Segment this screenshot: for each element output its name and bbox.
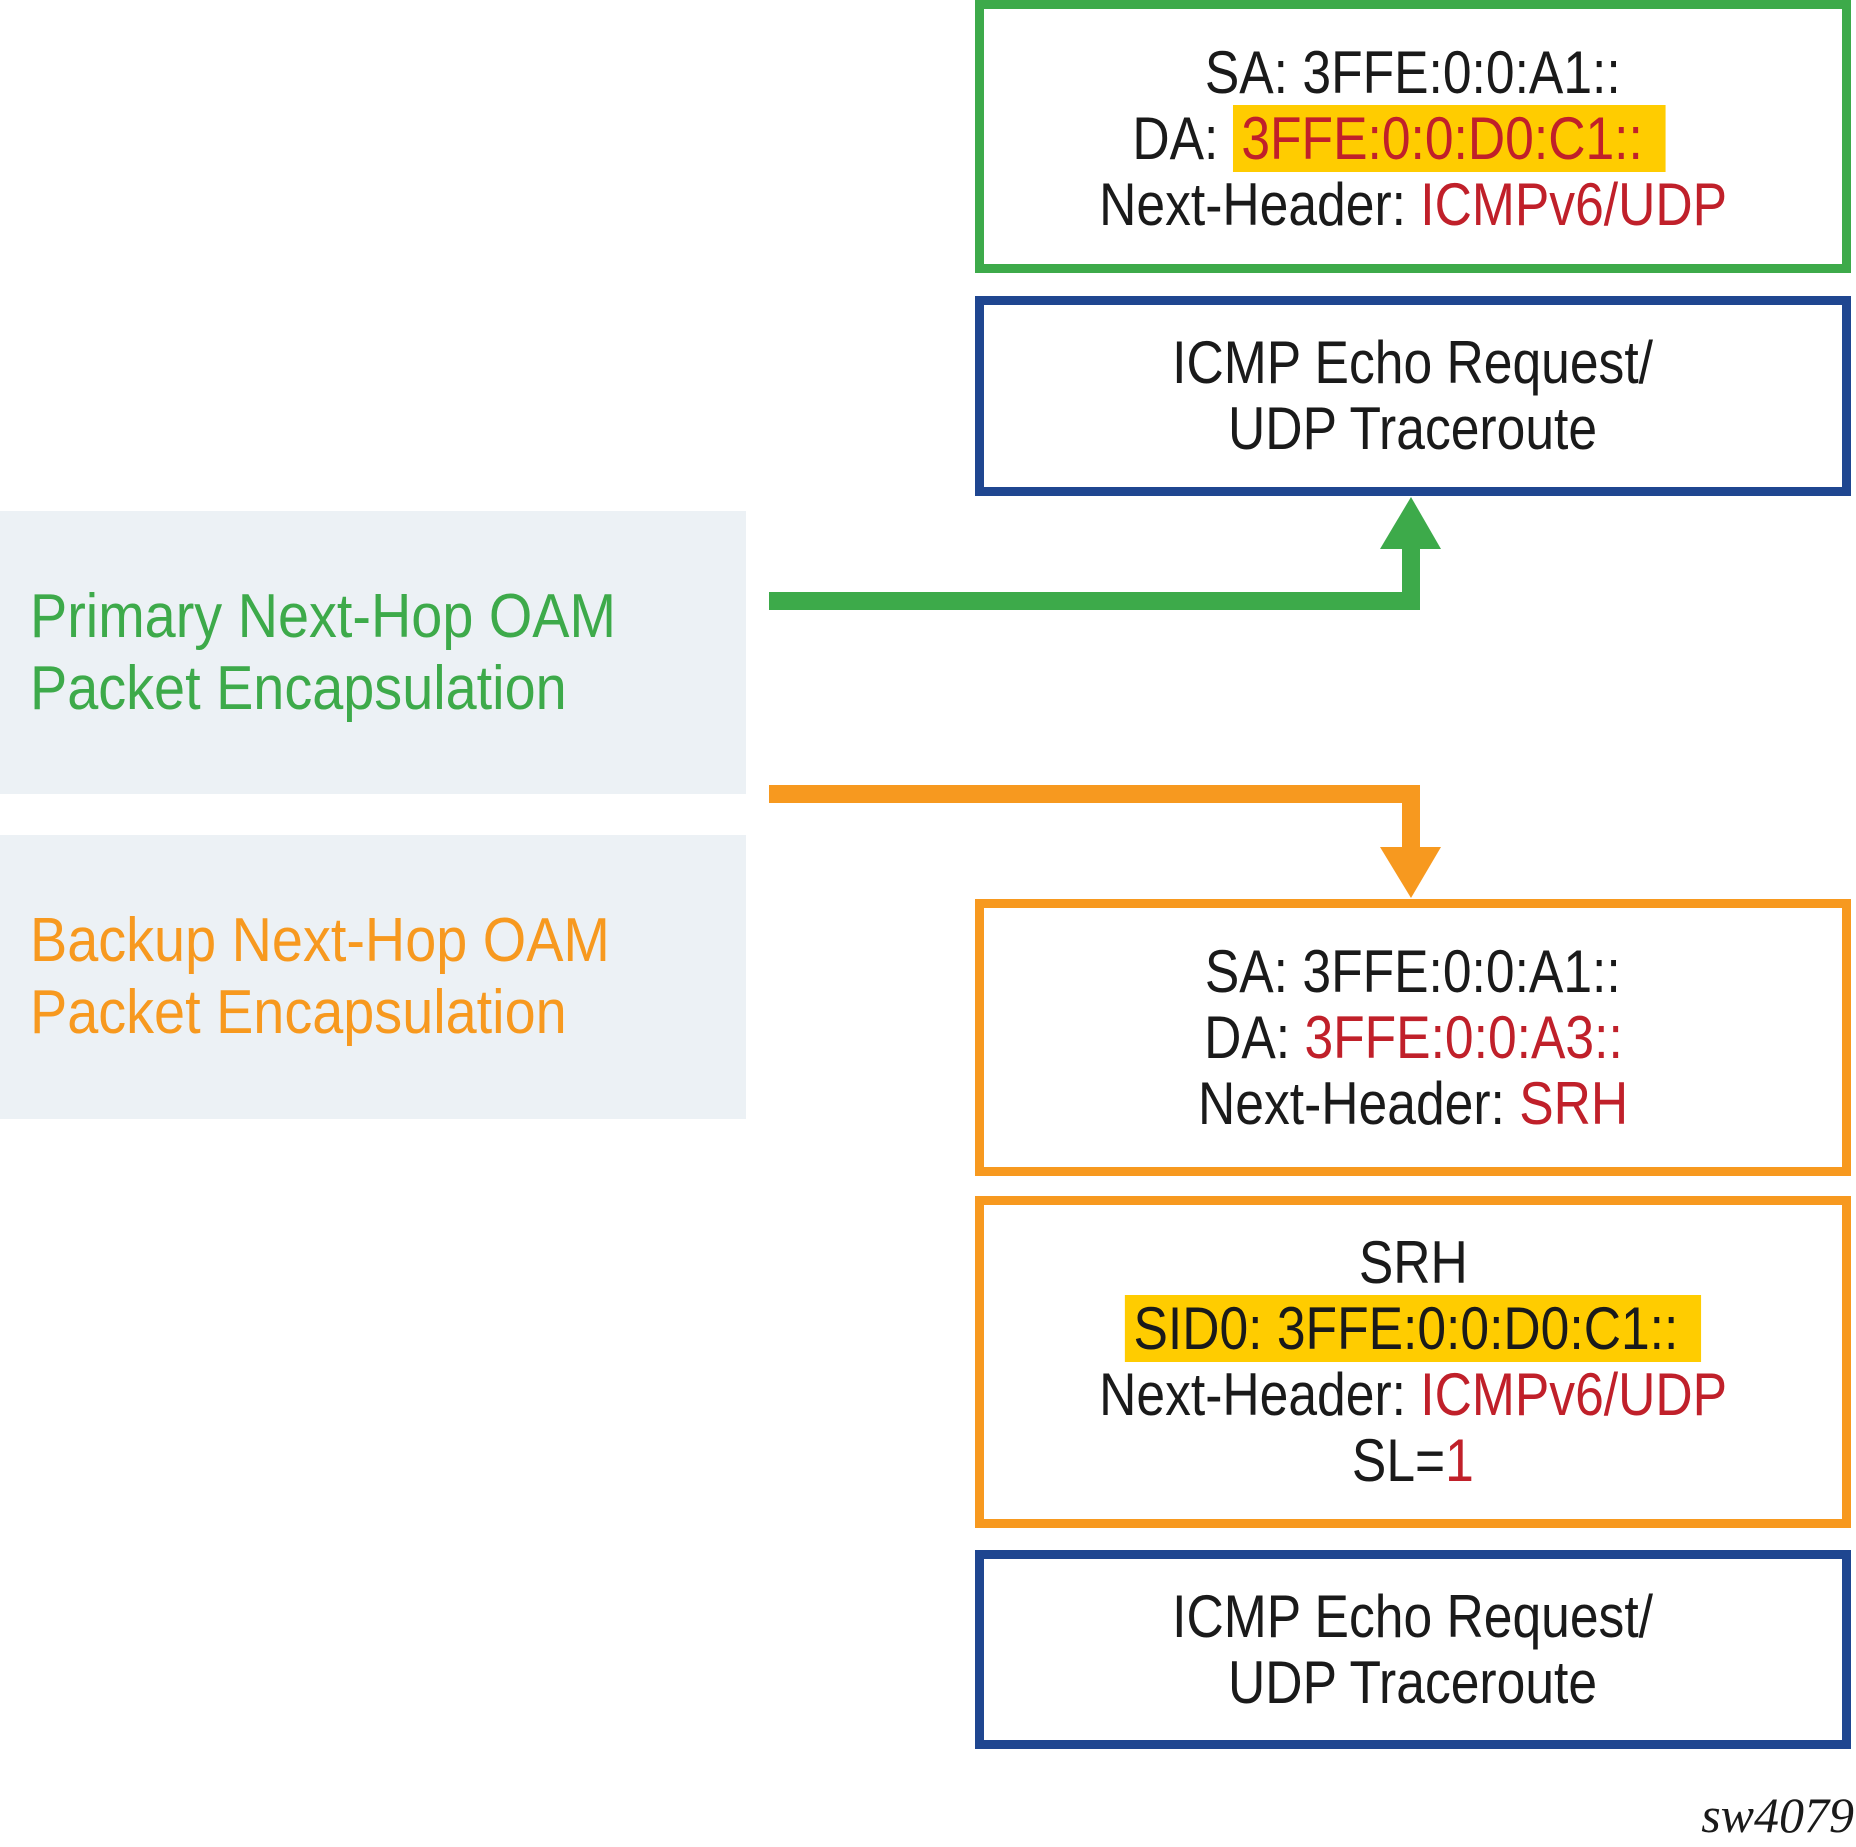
- backup-arrow-line: [769, 785, 1420, 850]
- sa-value: 3FFE:0:0:A1::: [1302, 38, 1621, 106]
- backup-next-header-line: Next-Header: SRH: [1197, 1069, 1629, 1137]
- primary-label-line1: Primary Next-Hop OAM: [30, 581, 616, 651]
- backup-ipv6-header-box: SA: 3FFE:0:0:A1:: DA: 3FFE:0:0:A3:: Next…: [975, 899, 1851, 1176]
- srh-next-header-line: Next-Header: ICMPv6/UDP: [1099, 1362, 1727, 1428]
- payload-line2: UDP Traceroute: [1228, 1648, 1598, 1716]
- primary-label-line2: Packet Encapsulation: [30, 653, 567, 723]
- next-header-label: Next-Header:: [1099, 1361, 1406, 1428]
- next-header-label: Next-Header:: [1099, 170, 1406, 238]
- primary-ipv6-header-box: SA: 3FFE:0:0:A1:: DA: 3FFE:0:0:D0:C1:: N…: [975, 0, 1851, 273]
- srh-sid0-line: SID0: 3FFE:0:0:D0:C1::: [1125, 1295, 1701, 1362]
- backup-payload-box: ICMP Echo Request/ UDP Traceroute: [975, 1550, 1851, 1749]
- primary-payload-box: ICMP Echo Request/ UDP Traceroute: [975, 296, 1851, 496]
- backup-label-line1: Backup Next-Hop OAM: [30, 906, 610, 975]
- primary-arrow-line: [769, 546, 1420, 610]
- srh-sl-line: SL=1: [1352, 1428, 1474, 1494]
- backup-encapsulation-label: Backup Next-Hop OAM Packet Encapsulation: [0, 835, 746, 1119]
- primary-arrow-head-icon: [1380, 497, 1441, 549]
- da-label: DA:: [1203, 1003, 1290, 1071]
- backup-srh-box: SRH SID0: 3FFE:0:0:D0:C1:: Next-Header: …: [975, 1196, 1851, 1528]
- srh-title: SRH: [1358, 1229, 1468, 1296]
- backup-sa-line: SA: 3FFE:0:0:A1::: [1205, 937, 1621, 1005]
- payload-line1: ICMP Echo Request/: [1172, 329, 1654, 396]
- backup-label-line2: Packet Encapsulation: [30, 978, 567, 1047]
- sl-value: 1: [1445, 1427, 1474, 1494]
- next-header-value: ICMPv6/UDP: [1420, 1361, 1727, 1428]
- primary-da-line: DA: 3FFE:0:0:D0:C1::: [1132, 104, 1666, 172]
- backup-arrow-head-icon: [1380, 847, 1441, 898]
- next-header-value: ICMPv6/UDP: [1420, 170, 1727, 238]
- sl-label: SL=: [1352, 1427, 1446, 1494]
- payload-line2: UDP Traceroute: [1228, 395, 1598, 462]
- da-label: DA:: [1132, 104, 1219, 172]
- sa-label: SA:: [1205, 38, 1289, 106]
- next-header-value: SRH: [1519, 1069, 1629, 1137]
- next-header-label: Next-Header:: [1197, 1069, 1505, 1137]
- payload-line1: ICMP Echo Request/: [1172, 1582, 1654, 1650]
- sid0-highlighted: SID0: 3FFE:0:0:D0:C1::: [1125, 1295, 1701, 1362]
- sa-label: SA:: [1205, 937, 1289, 1005]
- sa-value: 3FFE:0:0:A1::: [1302, 937, 1621, 1005]
- primary-sa-line: SA: 3FFE:0:0:A1::: [1205, 38, 1621, 106]
- da-value: 3FFE:0:0:A3::: [1304, 1003, 1623, 1071]
- primary-next-header-line: Next-Header: ICMPv6/UDP: [1099, 170, 1727, 238]
- backup-da-line: DA: 3FFE:0:0:A3::: [1203, 1003, 1623, 1071]
- figure-id: sw4079: [1701, 1787, 1854, 1843]
- primary-encapsulation-label: Primary Next-Hop OAM Packet Encapsulatio…: [0, 511, 746, 794]
- da-value-highlighted: 3FFE:0:0:D0:C1::: [1232, 104, 1666, 172]
